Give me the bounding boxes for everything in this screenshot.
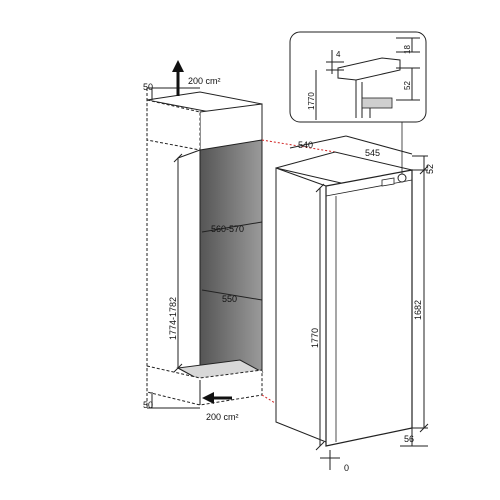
- inset-18-label: 18: [403, 45, 412, 54]
- appliance-width-label: 540: [298, 140, 313, 150]
- bottom-vent-label: 200 cm²: [206, 412, 239, 422]
- bottom-gap-dim: [147, 392, 200, 409]
- niche-cavity: [176, 139, 264, 381]
- niche-height-label: 1774-1782: [168, 297, 178, 340]
- top-offset-dim: [412, 155, 428, 170]
- inset-height-label: 1770: [307, 92, 316, 110]
- appliance-depth-dim: [345, 135, 413, 155]
- niche-height-dim: [173, 153, 183, 373]
- upper-cabinet: [146, 91, 263, 151]
- top-vent-label: 200 cm²: [188, 76, 221, 86]
- bottom-gap-label: 50: [143, 400, 153, 410]
- inset-4-label: 4: [336, 50, 341, 59]
- top-offset-label: 52: [425, 164, 435, 174]
- detail-inset: [289, 31, 427, 183]
- arrow-up-icon: [172, 60, 184, 96]
- base-offset-label: 56: [404, 434, 414, 444]
- base-offset-dim: [400, 428, 428, 447]
- arrow-right-icon: [202, 392, 232, 404]
- niche-width-label: 550: [222, 294, 237, 304]
- niche-depth-label: 560-570: [211, 224, 244, 234]
- appliance-width-dim: [289, 135, 347, 149]
- door-height-label: 1682: [413, 300, 423, 320]
- door-height-dim: [412, 165, 429, 433]
- appliance-height-label: 1770: [310, 328, 320, 348]
- top-gap-dim: [147, 87, 200, 100]
- floor-gap-label: 0: [344, 463, 349, 473]
- niche-width-dim: [201, 289, 263, 301]
- appliance-group: [275, 135, 429, 470]
- appliance-depth-label: 545: [365, 148, 380, 158]
- floor-gap-dim: [320, 450, 340, 470]
- top-gap-label: 50: [143, 82, 153, 92]
- appliance-height-dim: [315, 183, 325, 451]
- inset-52-label: 52: [403, 81, 412, 90]
- niche-depth-dim: [201, 221, 263, 233]
- niche-group: [146, 60, 264, 409]
